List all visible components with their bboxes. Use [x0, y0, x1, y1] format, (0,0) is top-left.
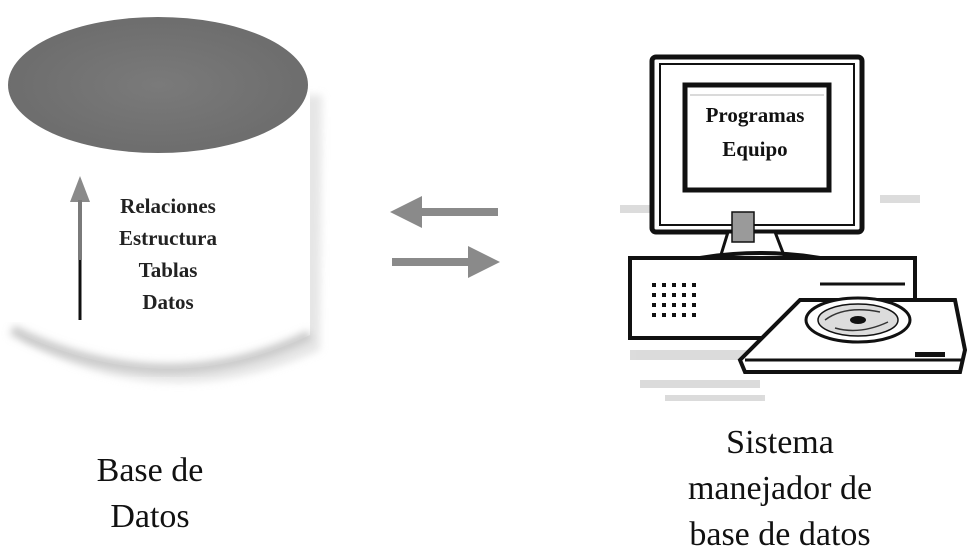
caption-line: base de datos — [689, 516, 871, 553]
caption-line: Base de — [96, 452, 204, 489]
database-items: Relaciones Estructura Tablas Datos — [98, 190, 238, 318]
database-caption: Base de Datos — [40, 448, 260, 540]
caption-line: Datos — [110, 498, 190, 535]
caption-line: manejador de — [687, 470, 873, 507]
database-item: Datos — [142, 290, 194, 314]
caption-line: Sistema — [726, 424, 834, 461]
bidirectional-arrows-icon — [390, 196, 500, 278]
screen-labels: Programas Equipo — [690, 98, 820, 166]
screen-line: Equipo — [722, 137, 788, 161]
screen-line: Programas — [705, 103, 805, 127]
database-item: Relaciones — [120, 194, 216, 218]
dbms-caption: Sistema manejador de base de datos — [620, 420, 940, 558]
database-item: Tablas — [138, 258, 198, 282]
database-item: Estructura — [119, 226, 217, 250]
